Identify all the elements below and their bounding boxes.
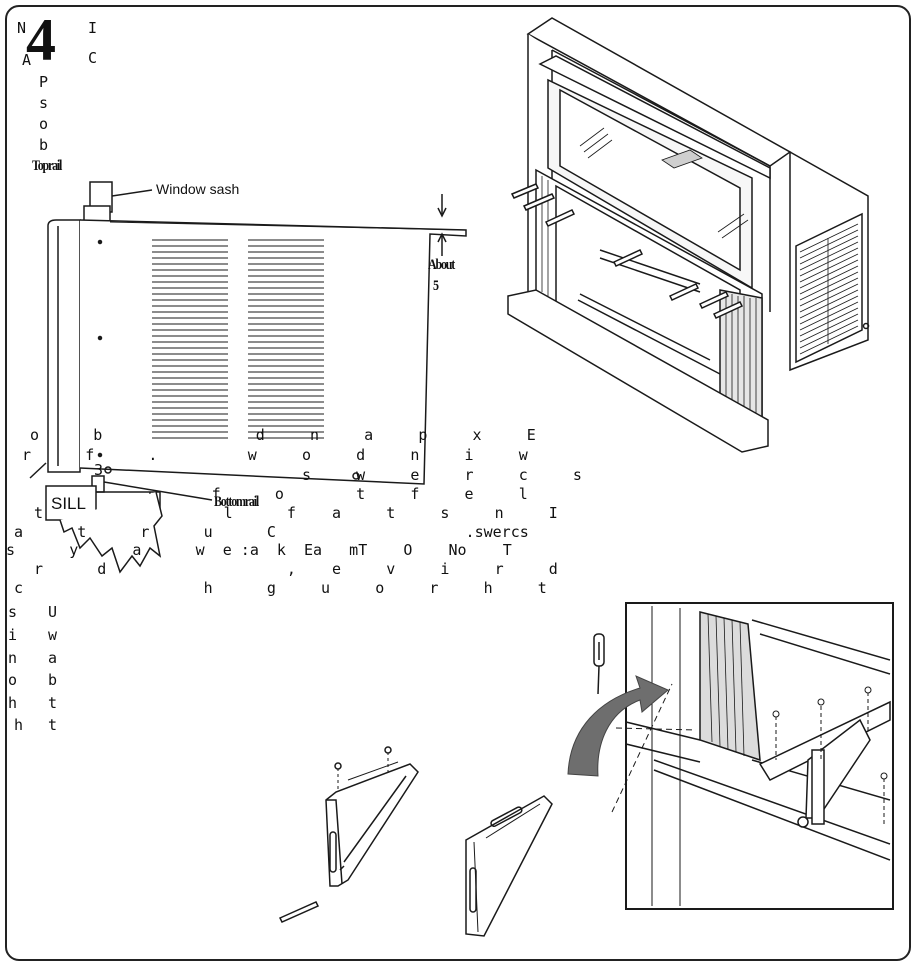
curved-arrow [567,675,669,777]
instruction-text-row: t l f a t s n I [34,504,558,522]
header-letter: I [88,19,98,37]
page-frame [5,5,911,961]
window-sash-label: Window sash [156,181,240,197]
instruction-text-row: o b d n a p x E [30,426,536,444]
unit-side-view [29,181,467,574]
instruction-col-letter: h [8,694,18,712]
instruction-col-letter: t [48,694,58,712]
instruction-text-row: f o t f e l [22,485,528,503]
header-letter: C [88,49,98,67]
support-brackets [278,746,553,937]
callout-number: 3 [94,461,104,479]
header-letter: P [39,73,49,91]
instruction-text-row: r d , e v i r d [34,560,558,578]
screwdriver [593,633,605,695]
instruction-col-letter: o [8,671,18,689]
top-rail-label: Toprail [32,158,62,174]
detail-inset [611,602,894,910]
instruction-text-row: c h g u o r h t [14,579,547,597]
instruction-col-letter: w [48,626,58,644]
about-value: 5 [433,278,439,294]
instruction-col-letter: s [8,603,18,621]
instruction-text-row: a t r u C .swercs [14,523,529,541]
sill-label: SILL [51,494,86,513]
instruction-col-letter: h [14,716,24,734]
instruction-col-letter: U [48,603,58,621]
header-letter: A [22,51,32,69]
instruction-text-row: s y a w e :a k Ea mT O No T [6,541,512,559]
header-letter: N [17,19,27,37]
step-number: 4 [26,7,56,73]
instruction-col-letter: i [8,626,18,644]
header-letter: b [39,136,49,154]
instruction-text-row: s w e r c s [22,466,582,484]
instruction-col-letter: t [48,716,58,734]
instruction-text-row: r f . w o d n i w [22,446,528,464]
unit-perspective-view [507,17,870,453]
instruction-col-letter: n [8,649,18,667]
header-letter: o [39,115,49,133]
instruction-col-letter: a [48,649,58,667]
bottom-rail-label: Bottomrail [214,494,259,510]
instruction-col-letter: b [48,671,58,689]
about-label: About [428,257,455,273]
header-letter: s [39,94,49,112]
